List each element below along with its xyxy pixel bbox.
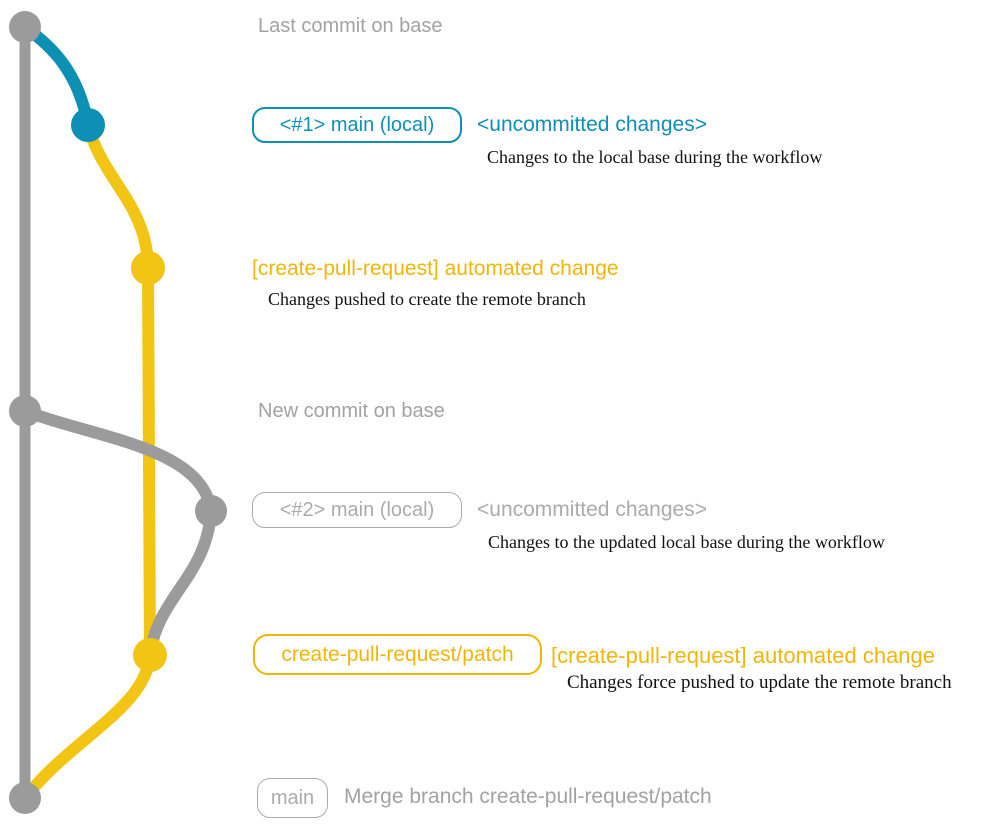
branch-pill-main-local-2: <#2> main (local) bbox=[252, 492, 462, 528]
merge-branch-label: Merge branch create-pull-request/patch bbox=[344, 785, 712, 808]
branch-pill-main: main bbox=[257, 778, 328, 818]
commit-dot-new-base bbox=[9, 395, 41, 427]
commit-dot-merge bbox=[9, 782, 41, 814]
branch-pill-main-local-1-text: <#1> main (local) bbox=[279, 113, 435, 136]
commit-dot-remote-1 bbox=[131, 251, 165, 285]
local-main-branch-line bbox=[19, 21, 94, 131]
branch-pill-main-local-1: <#1> main (local) bbox=[252, 107, 462, 143]
branch-pill-main-text: main bbox=[270, 786, 315, 809]
pull-request-branch-line bbox=[19, 119, 157, 804]
last-commit-on-base-label: Last commit on base bbox=[258, 15, 443, 37]
branch-pill-main-local-2-text: <#2> main (local) bbox=[279, 498, 435, 521]
branch-pill-create-pull-request-patch: create-pull-request/patch bbox=[253, 634, 542, 675]
commit-dot-last-base bbox=[9, 11, 41, 43]
commit-dot-local-1 bbox=[71, 108, 105, 142]
commit-dot-local-2 bbox=[195, 495, 227, 527]
local-base-note-2: Changes to the updated local base during… bbox=[488, 532, 885, 552]
remote-branch-note-1: Changes pushed to create the remote bran… bbox=[268, 289, 586, 309]
new-commit-on-base-label: New commit on base bbox=[258, 400, 445, 422]
uncommitted-changes-label-2: <uncommitted changes> bbox=[477, 498, 707, 521]
automated-change-title-2: [create-pull-request] automated change bbox=[551, 643, 936, 668]
local-base-note-1: Changes to the local base during the wor… bbox=[487, 147, 823, 167]
automated-change-title-1: [create-pull-request] automated change bbox=[252, 257, 619, 280]
commit-dot-remote-2 bbox=[133, 638, 167, 672]
uncommitted-changes-label-1: <uncommitted changes> bbox=[477, 113, 707, 136]
remote-branch-note-2: Changes force pushed to update the remot… bbox=[567, 672, 952, 693]
git-graph bbox=[9, 11, 227, 814]
branch-pill-create-pull-request-patch-text: create-pull-request/patch bbox=[281, 642, 514, 666]
updated-local-branch-line bbox=[19, 405, 218, 661]
